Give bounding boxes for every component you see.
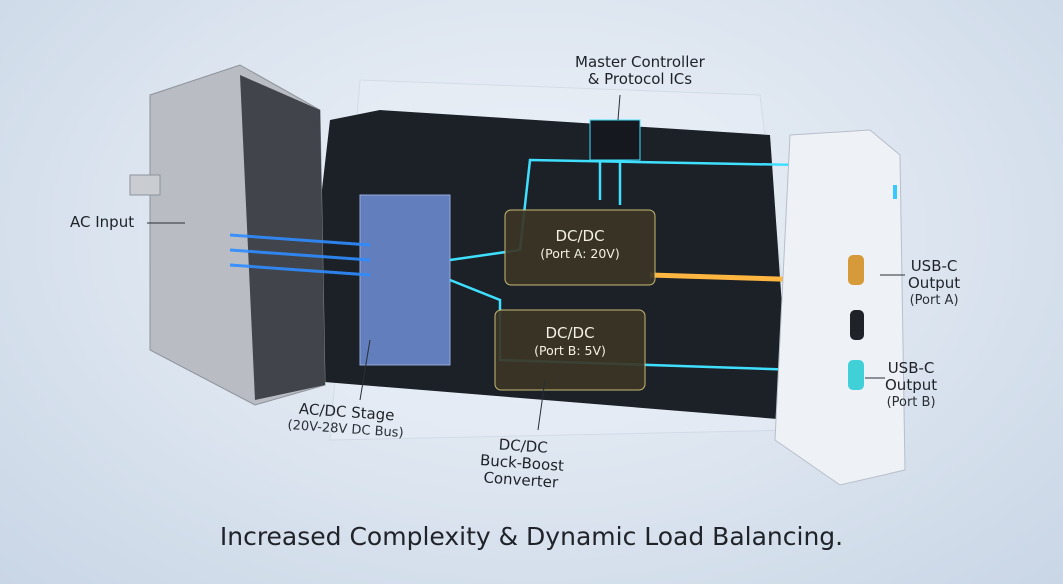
usb-c-port-unused <box>850 310 864 340</box>
label-line: Master Controller <box>575 53 705 71</box>
label-line: DC/DC <box>555 227 605 245</box>
label-line: (Port B) <box>886 395 936 410</box>
label-line: Output <box>885 376 938 394</box>
caption: Increased Complexity & Dynamic Load Bala… <box>219 522 844 551</box>
output-housing <box>774 129 906 486</box>
power-flow-blue <box>229 233 371 277</box>
label-dcdc-port-a: DC/DC (Port A: 20V) <box>525 228 635 262</box>
leader-lines <box>147 94 905 431</box>
label-line: (Port B: 5V) <box>534 343 606 358</box>
label-dcdc-port-b: DC/DC (Port B: 5V) <box>515 325 625 359</box>
label-usbc-port-b: USB-C Output (Port B) <box>885 360 937 411</box>
label-line: Output <box>908 274 961 292</box>
label-usbc-port-a: USB-C Output (Port A) <box>908 258 960 309</box>
label-line: (Port A: 20V) <box>540 246 620 261</box>
label-line: & Protocol ICs <box>587 70 693 88</box>
label-ac-input: AC Input <box>70 213 135 231</box>
dcdc-module-a <box>504 209 656 286</box>
plug-prong <box>129 174 161 196</box>
status-led <box>893 185 897 199</box>
usb-c-port-b <box>848 360 864 390</box>
label-line: USB-C <box>887 359 935 377</box>
label-buck-boost: DC/DC Buck-Boost Converter <box>478 435 565 492</box>
label-line: USB-C <box>910 257 958 275</box>
usb-c-port-a <box>848 255 864 285</box>
master-controller-chip <box>589 119 641 161</box>
label-line: DC/DC <box>545 324 595 342</box>
label-line: (Port A) <box>909 293 959 308</box>
label-master-controller: Master Controller & Protocol ICs <box>575 54 705 88</box>
acdc-stage <box>359 194 451 366</box>
dcdc-module-b <box>494 309 646 391</box>
